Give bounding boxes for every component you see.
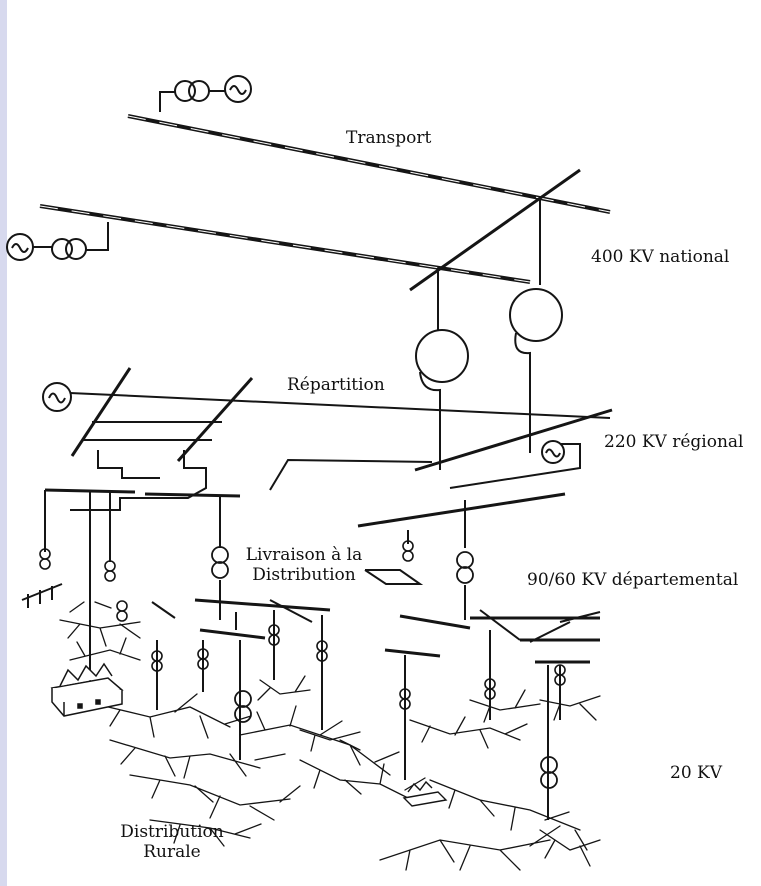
transport-label: Transport xyxy=(346,128,432,148)
distribution-label-line1: Distribution xyxy=(120,822,224,842)
repartition-label: Répartition xyxy=(287,375,385,395)
repartition-lines xyxy=(44,367,613,528)
level-220kv-label: 220 KV régional xyxy=(604,432,744,452)
generator-repartition xyxy=(42,382,72,412)
livraison-label-line2: Distribution xyxy=(252,565,356,585)
generator-left xyxy=(6,222,109,261)
livraison-label: Livraison à la Distribution xyxy=(242,545,366,585)
main-transformers xyxy=(415,196,563,470)
distribution-label-line2: Rurale xyxy=(143,842,201,862)
transport-lines xyxy=(39,114,611,292)
generator-regional xyxy=(541,440,565,464)
level-400kv-label: 400 KV national xyxy=(591,247,730,267)
generator-top xyxy=(159,75,252,112)
distribution-rurale-label: Distribution Rurale xyxy=(110,822,234,862)
rural-distribution-branches xyxy=(59,601,601,871)
livraison-label-line1: Livraison à la xyxy=(245,545,363,565)
factory-icon xyxy=(50,662,124,717)
left-margin-band xyxy=(0,0,7,886)
house-icon xyxy=(402,780,448,807)
departemental-lines xyxy=(21,490,601,820)
level-20kv-label: 20 KV xyxy=(670,763,723,783)
level-90-60kv-label: 90/60 KV départemental xyxy=(527,570,739,590)
